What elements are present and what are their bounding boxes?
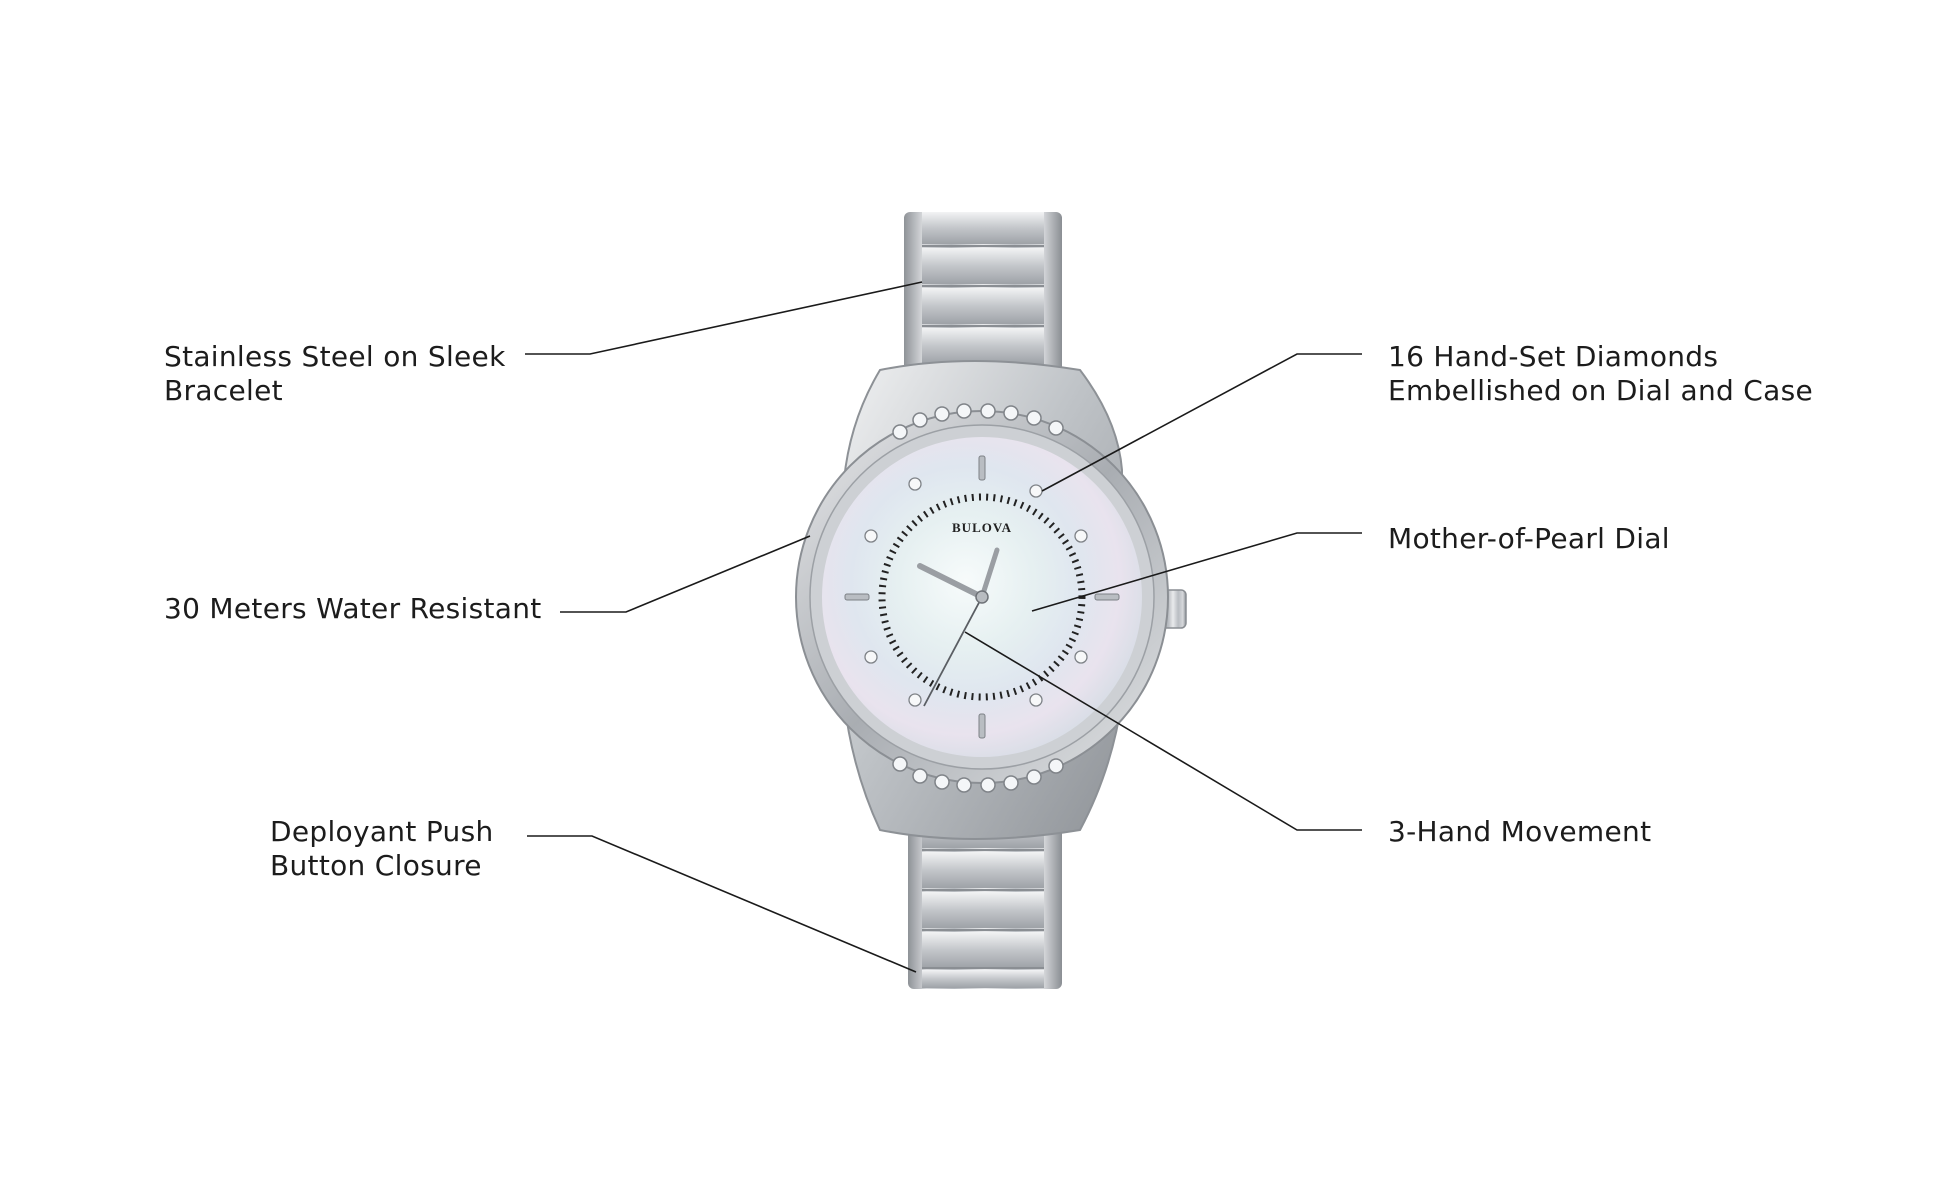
callout-diamonds-line2: Embellished on Dial and Case	[1388, 374, 1813, 407]
callout-dial-line1: Mother-of-Pearl Dial	[1388, 522, 1670, 555]
minute-hand	[979, 547, 1000, 600]
hour-hand	[917, 563, 985, 600]
upper-bracelet	[904, 212, 1062, 390]
leader-water	[560, 535, 811, 613]
callout-bracelet-line2: Bracelet	[164, 374, 283, 407]
callout-movement: 3-Hand Movement	[1388, 815, 1651, 849]
case-diamonds	[892, 403, 1064, 793]
callout-bracelet-line1: Stainless Steel on Sleek	[164, 340, 506, 373]
second-hand	[923, 596, 983, 707]
leader-bracelet	[525, 281, 923, 355]
leader-diamonds	[1041, 353, 1362, 492]
callout-closure-line2: Button Closure	[270, 849, 482, 882]
callout-movement-line1: 3-Hand Movement	[1388, 815, 1652, 848]
leader-lines	[525, 281, 1362, 973]
callout-bracelet: Stainless Steel on Sleek Bracelet	[164, 340, 506, 408]
leader-dial	[1031, 532, 1362, 612]
callout-diamonds: 16 Hand-Set Diamonds Embellished on Dial…	[1388, 340, 1813, 408]
callout-water-line1: 30 Meters Water Resistant	[164, 592, 542, 625]
callout-dial: Mother-of-Pearl Dial	[1388, 522, 1670, 556]
leader-closure	[527, 835, 917, 973]
dial-brand: BULOVA	[952, 520, 1012, 535]
callout-closure-line1: Deployant Push	[270, 815, 494, 848]
callout-diamonds-line1: 16 Hand-Set Diamonds	[1388, 340, 1719, 373]
leader-movement	[964, 631, 1362, 831]
callout-closure: Deployant Push Button Closure	[270, 815, 494, 883]
callout-water-resistance: 30 Meters Water Resistant	[164, 592, 542, 626]
